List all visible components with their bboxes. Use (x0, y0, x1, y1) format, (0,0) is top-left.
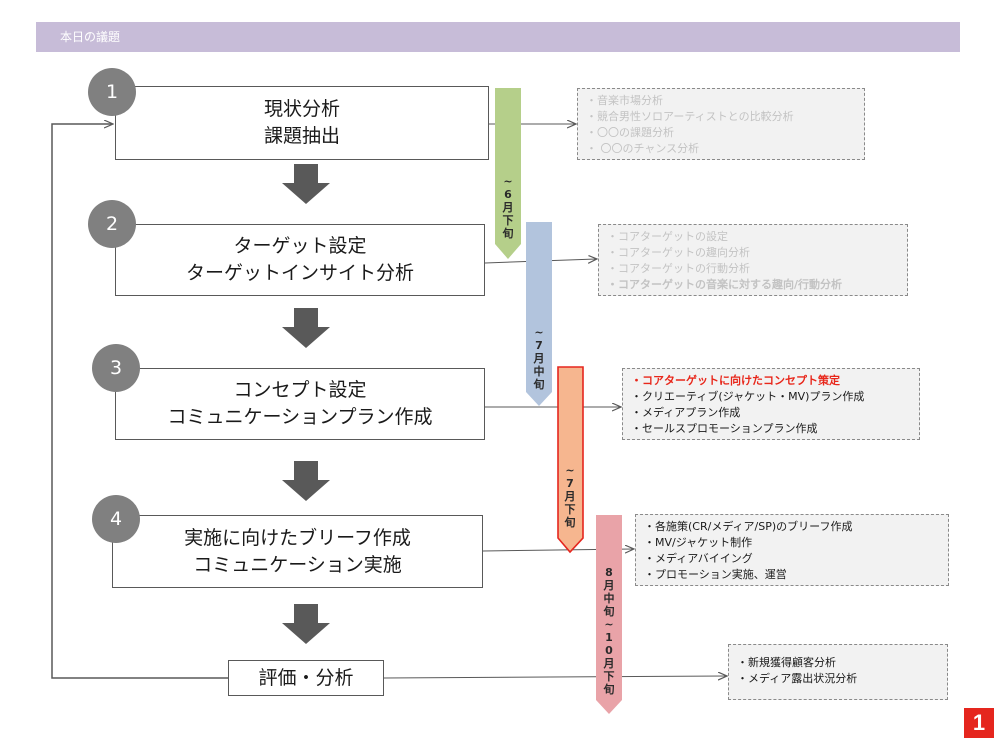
step-1-line-2: 課題抽出 (263, 125, 340, 147)
phase-4-char: 8 (605, 566, 613, 579)
phase-4-char: 1 (605, 631, 613, 644)
note-2-item: ・コアターゲットの趣向分析 (607, 246, 750, 259)
phase-banner-1 (495, 88, 521, 259)
phase-3-char: 下 (564, 503, 576, 516)
note-1-item: ・競合男性ソロアーティストとの比較分析 (586, 110, 794, 123)
step-number-3: 3 (92, 344, 140, 392)
phase-1-char: 下 (502, 214, 514, 227)
note-5-item: ・メディア露出状況分析 (737, 672, 858, 685)
phase-label-4: 8 月 中 旬 ~ 1 0 月 下 旬 (603, 566, 615, 696)
phase-4-char: 中 (603, 592, 615, 605)
down-arrow-1 (282, 164, 330, 204)
phase-4-char: 下 (603, 670, 615, 683)
step-1-line-1: 現状分析 (263, 98, 340, 120)
phase-banner-4 (596, 515, 622, 714)
step-box-2: ターゲット設定 ターゲットインサイト分析 (115, 224, 485, 296)
phase-3-char: 旬 (564, 516, 576, 529)
phase-2-char: 7 (535, 339, 543, 352)
down-arrow-4 (282, 604, 330, 644)
step-box-3: コンセプト設定 コミュニケーションプラン作成 (115, 368, 485, 440)
note-box-2: ・コアターゲットの設定 ・コアターゲットの趣向分析 ・コアターゲットの行動分析 … (598, 224, 908, 296)
note-1-item: ・〇〇の課題分析 (586, 126, 674, 139)
step-2-line-1: ターゲット設定 (233, 235, 367, 257)
connector-5 (383, 676, 726, 678)
step-number-1: 1 (88, 68, 136, 116)
note-3-item: ・セールスプロモーションプラン作成 (631, 422, 818, 435)
page-number-badge: 1 (964, 708, 994, 738)
phase-label-2: ~ 7 月 中 旬 (533, 326, 545, 391)
note-2-item: ・コアターゲットの行動分析 (607, 262, 750, 275)
phase-banner-2 (526, 222, 552, 406)
phase-1-char: 旬 (502, 227, 514, 240)
step-3-line-2: コミュニケーションプラン作成 (167, 406, 433, 428)
note-box-5: ・新規獲得顧客分析 ・メディア露出状況分析 (728, 644, 948, 700)
note-2-highlight-item: ・コアターゲットの音楽に対する趣向/行動分析 (607, 278, 843, 291)
phase-4-char: 0 (605, 644, 613, 657)
step-4-line-2: コミュニケーション実施 (193, 553, 402, 576)
step-box-4: 実施に向けたブリーフ作成 コミュニケーション実施 (112, 515, 483, 588)
down-arrow-3 (282, 461, 330, 501)
phase-4-char: 月 (603, 579, 615, 592)
phase-banner-3 (557, 366, 584, 554)
note-4-item: ・メディアバイイング (644, 552, 753, 565)
step-2-line-2: ターゲットインサイト分析 (185, 262, 414, 284)
note-5-item: ・新規獲得顧客分析 (737, 656, 836, 669)
phase-4-char: 月 (603, 657, 615, 670)
phase-3-char: ~ (565, 464, 575, 477)
step-3-line-1: コンセプト設定 (233, 379, 367, 401)
note-1-item: ・音楽市場分析 (586, 94, 663, 107)
note-4-item: ・プロモーション実施、運営 (644, 568, 787, 581)
phase-4-char: ~ (604, 618, 614, 631)
evaluation-label: 評価・分析 (258, 666, 354, 689)
feedback-loop-arrow (51, 124, 228, 679)
phase-2-char: 中 (533, 365, 545, 378)
step-number-4: 4 (92, 495, 140, 543)
note-2-item: ・コアターゲットの設定 (607, 230, 728, 243)
phase-3-char: 月 (564, 490, 576, 503)
phase-label-1: ~ 6 月 下 旬 (502, 175, 514, 240)
note-1-item: ・ 〇〇のチャンス分析 (586, 142, 700, 155)
note-box-4: ・各施策(CR/メディア/SP)のブリーフ作成 ・MV/ジャケット制作 ・メディ… (635, 514, 949, 586)
note-4-item: ・各施策(CR/メディア/SP)のブリーフ作成 (644, 520, 853, 533)
phase-2-char: 月 (533, 352, 545, 365)
note-box-3: ・コアターゲットに向けたコンセプト策定 ・クリエーティブ(ジャケット・MV)プラ… (622, 368, 920, 440)
phase-1-char: 月 (502, 201, 514, 214)
note-3-item: ・メディアプラン作成 (631, 406, 741, 419)
agenda-header: 本日の議題 (36, 22, 960, 52)
note-3-highlight-item: ・コアターゲットに向けたコンセプト策定 (631, 374, 840, 387)
phase-label-3: ~ 7 月 下 旬 (564, 464, 576, 529)
down-arrow-2 (282, 308, 330, 348)
note-3-item: ・クリエーティブ(ジャケット・MV)プラン作成 (631, 390, 865, 403)
step-box-1: 現状分析 課題抽出 (115, 86, 489, 160)
note-box-1: ・音楽市場分析 ・競合男性ソロアーティストとの比較分析 ・〇〇の課題分析 ・ 〇… (577, 88, 865, 160)
evaluation-box: 評価・分析 (228, 660, 384, 696)
phase-2-char: ~ (534, 326, 544, 339)
note-4-item: ・MV/ジャケット制作 (644, 536, 753, 549)
phase-4-char: 旬 (603, 683, 615, 696)
phase-3-char: 7 (566, 477, 574, 490)
step-4-line-1: 実施に向けたブリーフ作成 (184, 526, 411, 549)
phase-4-char: 旬 (603, 605, 615, 618)
phase-1-char: ~ (503, 175, 513, 188)
step-number-2: 2 (88, 200, 136, 248)
phase-1-char: 6 (504, 188, 512, 201)
phase-2-char: 旬 (533, 378, 545, 391)
